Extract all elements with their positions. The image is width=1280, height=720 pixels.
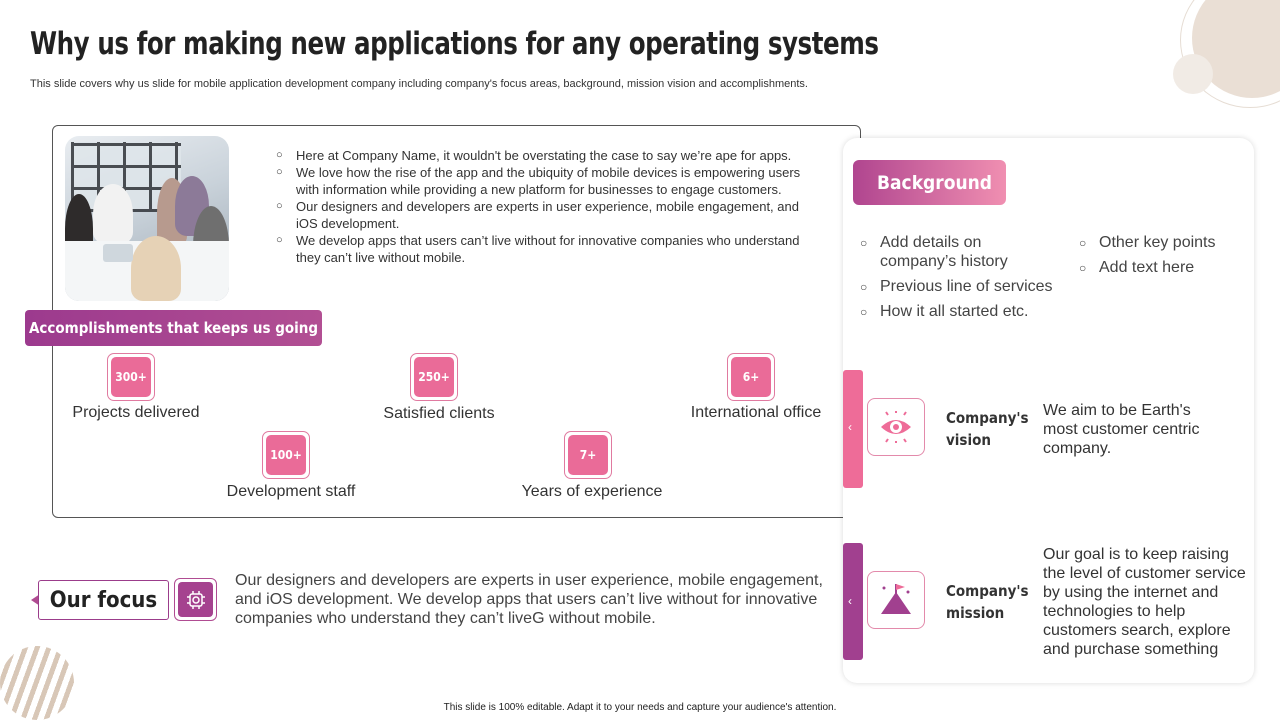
- decorative-small-circle: [1173, 54, 1213, 94]
- intro-bullet-list: Here at Company Name, it wouldn't be ove…: [276, 147, 806, 266]
- stat-label-projects: Projects delivered: [72, 404, 200, 421]
- background-banner: Background: [853, 160, 1006, 205]
- background-item: Other key points: [1079, 233, 1249, 253]
- focus-text: Our designers and developers are experts…: [235, 572, 823, 627]
- intro-bullet: Here at Company Name, it wouldn't be ove…: [276, 147, 806, 164]
- accomplishments-banner: Accomplishments that keeps us going: [25, 310, 322, 346]
- chevron-left-icon: ‹: [848, 420, 852, 434]
- stat-badge-clients: 250+: [410, 353, 458, 401]
- background-item: Add details on company’s history: [860, 233, 1060, 271]
- stat-label-years: Years of experience: [521, 483, 663, 500]
- background-list-right: Other key points Add text here: [1079, 233, 1249, 283]
- mountain-flag-icon: [867, 571, 925, 629]
- slide-subtitle: This slide covers why us slide for mobil…: [30, 78, 808, 90]
- slide-title: Why us for making new applications for a…: [30, 26, 879, 62]
- mission-text: Our goal is to keep raising the level of…: [1043, 546, 1246, 658]
- decorative-striped-circle: [0, 646, 74, 720]
- stat-badge-staff: 100+: [262, 431, 310, 479]
- stat-label-clients: Satisfied clients: [383, 405, 495, 422]
- mission-title: Company's mission: [946, 582, 1029, 622]
- stat-label-staff: Development staff: [226, 483, 356, 500]
- footer-note: This slide is 100% editable. Adapt it to…: [443, 702, 837, 713]
- stat-label-offices: International office: [690, 404, 822, 421]
- our-focus-label: Our focus: [38, 580, 169, 620]
- background-list-left: Add details on company’s history Previou…: [860, 233, 1060, 327]
- intro-bullet: We love how the rise of the app and the …: [276, 164, 806, 198]
- stat-badge-years: 7+: [564, 431, 612, 479]
- mission-side-bar: ‹: [843, 543, 863, 660]
- background-item: Previous line of services: [860, 277, 1060, 297]
- background-item: Add text here: [1079, 258, 1249, 278]
- stat-badge-projects: 300+: [107, 353, 155, 401]
- intro-bullet: We develop apps that users can’t live wi…: [276, 232, 806, 266]
- target-chip-icon: [174, 578, 217, 621]
- background-item: How it all started etc.: [860, 302, 1060, 322]
- chevron-left-icon: ‹: [848, 594, 852, 608]
- vision-title: Company's vision: [946, 409, 1029, 449]
- vision-side-bar: ‹: [843, 370, 863, 488]
- team-meeting-photo: [65, 136, 229, 301]
- intro-bullet: Our designers and developers are experts…: [276, 198, 806, 232]
- focus-pointer: [31, 594, 40, 606]
- stat-badge-offices: 6+: [727, 353, 775, 401]
- vision-text: We aim to be Earth's most customer centr…: [1043, 402, 1200, 457]
- eye-icon: [867, 398, 925, 456]
